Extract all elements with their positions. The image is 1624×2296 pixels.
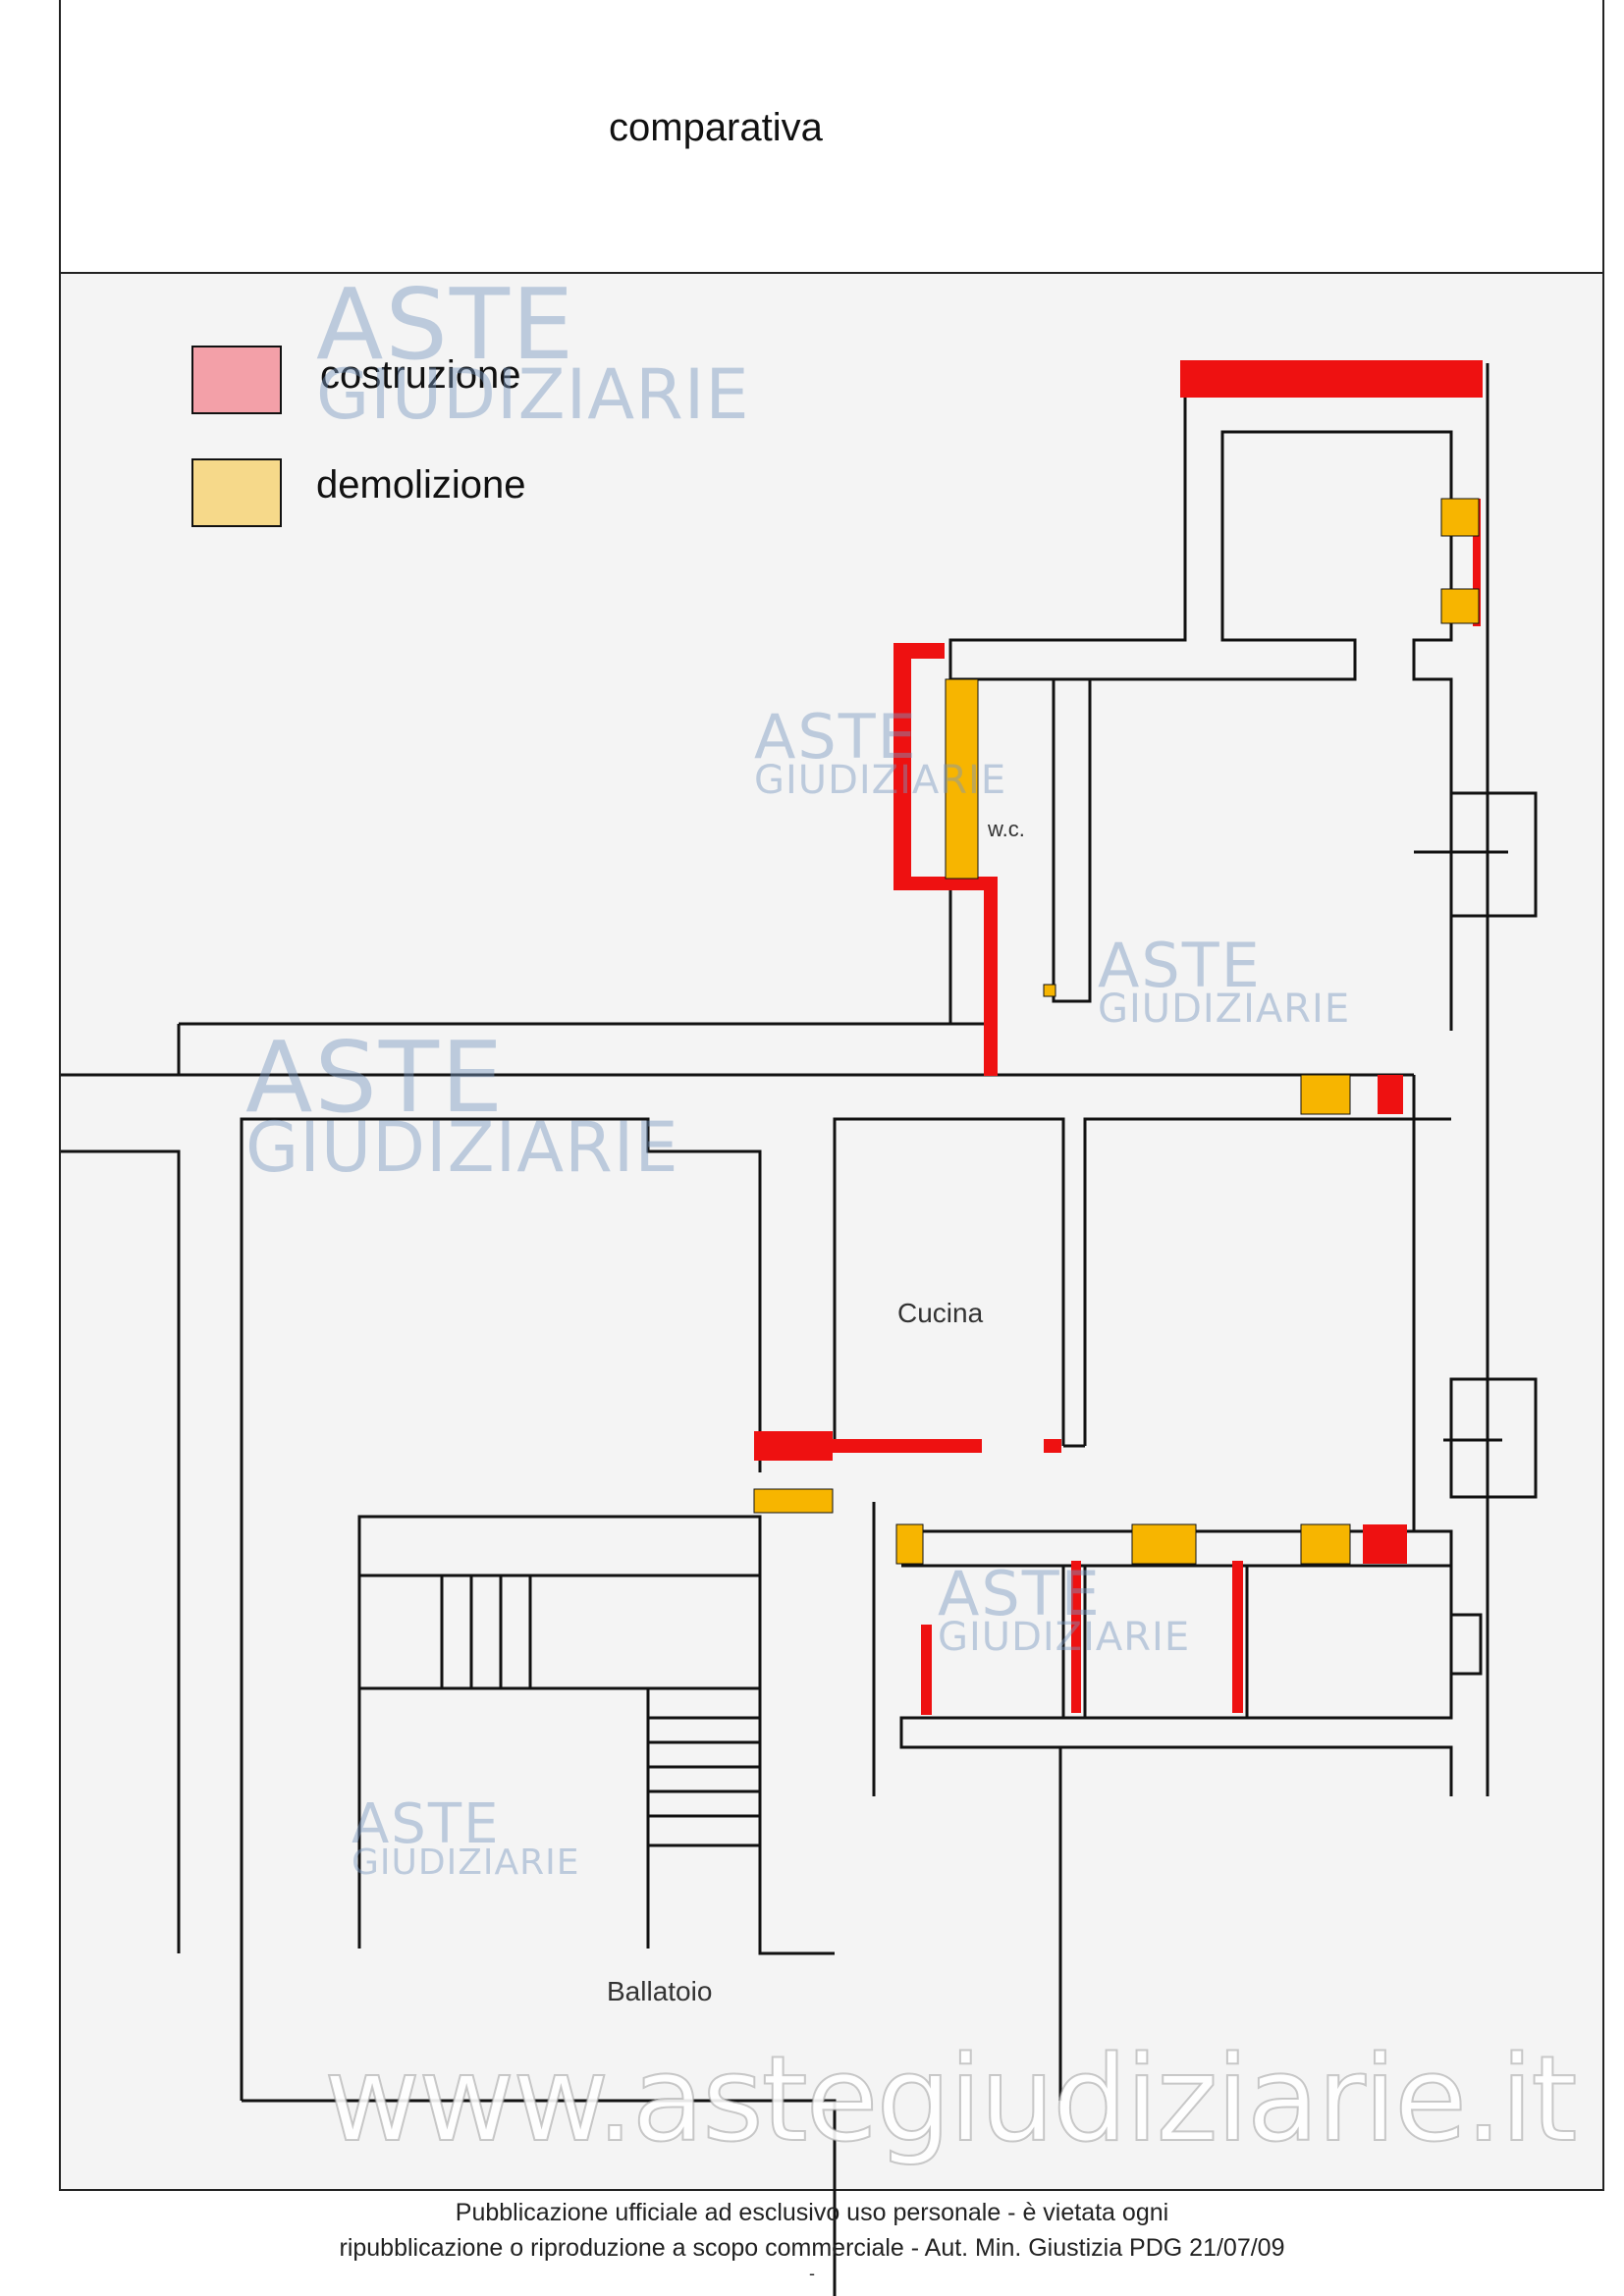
walls bbox=[61, 363, 1538, 2296]
construction-elements bbox=[754, 360, 1483, 1715]
footer-line-2: ripubblicazione o riproduzione a scopo c… bbox=[339, 2234, 1285, 2262]
room-label-ballatoio: Ballatoio bbox=[607, 1976, 713, 2006]
footer-line-1: Pubblicazione ufficiale ad esclusivo uso… bbox=[455, 2199, 1169, 2226]
room-label-cucina: Cucina bbox=[897, 1298, 984, 1328]
legend-label-demolizione: demolizione bbox=[316, 463, 526, 507]
legend-swatch-costruzione bbox=[191, 346, 282, 414]
demolition-elements bbox=[753, 498, 1480, 1565]
header-panel bbox=[59, 0, 1604, 274]
floor-plan-panel bbox=[59, 274, 1604, 2191]
footer-line-3: - bbox=[809, 2264, 815, 2283]
legend-label-costruzione: costruzione bbox=[320, 353, 521, 397]
legend-swatch-demolizione bbox=[191, 458, 282, 527]
page-title: comparativa bbox=[609, 106, 823, 149]
room-label-wc: w.c. bbox=[988, 817, 1025, 841]
